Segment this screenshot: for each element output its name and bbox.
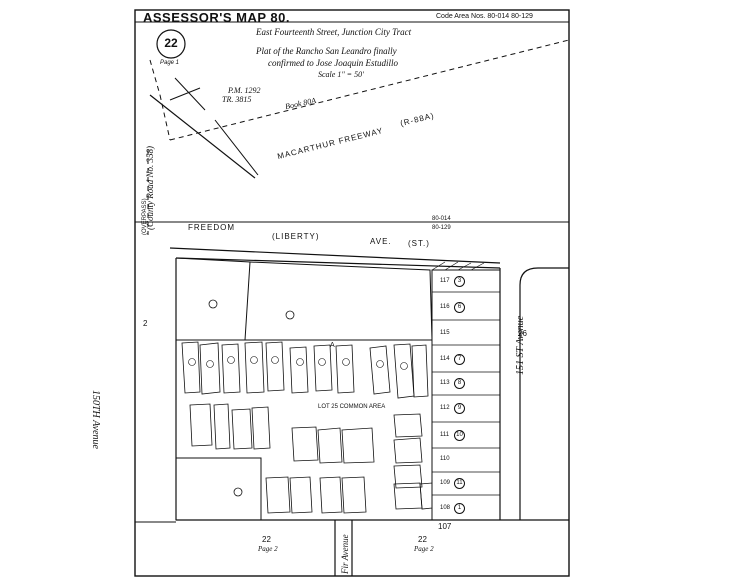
code-split-upper: 80-014 [432, 216, 451, 222]
ave-150-label: 150TH Avenue [90, 390, 101, 449]
fir-ave-label: Fir Avenue [340, 534, 350, 574]
page2-left-number: 22 [262, 535, 271, 544]
lot-109: 109 [440, 480, 451, 486]
lot-107: 107 [438, 522, 452, 531]
parcel-circle: 6 [454, 302, 465, 313]
parcel-circle: 7 [454, 354, 465, 365]
page2-left-label: Page 2 [258, 545, 278, 553]
lot-112: 112 [440, 405, 450, 411]
lot-115: 115 [440, 330, 450, 336]
lot-113: 113 [440, 380, 450, 386]
lot-117: 117 [440, 278, 450, 284]
map-title: ASSESSOR'S MAP 80. [143, 10, 290, 25]
edge-lot-26: 26 [518, 329, 527, 338]
parcel-circle: 11 [454, 478, 465, 489]
code-split-lower: 80-129 [432, 225, 451, 231]
liberty-label: (LIBERTY) [272, 232, 320, 241]
pm-reference: P.M. 1292 [228, 86, 261, 95]
page2-right-number: 22 [418, 535, 427, 544]
block-letter: A [330, 342, 335, 349]
page-number: 22 [164, 36, 178, 50]
parcel-circle: 8 [454, 378, 465, 389]
lot-108: 108 [440, 505, 451, 511]
parcel-circle: 3 [454, 276, 465, 287]
freedom-ave-label: FREEDOM [188, 223, 235, 232]
overpass-label: (OVERPASS) [142, 198, 148, 235]
tract-reference: TR. 3815 [222, 95, 252, 104]
common-area-label: LOT 25 COMMON AREA [318, 404, 386, 410]
code-area-numbers: Code Area Nos. 80-014 80-129 [436, 13, 533, 20]
page-label: Page 1 [160, 60, 180, 66]
lot-110: 110 [440, 456, 450, 462]
plat-note-line2: confirmed to Jose Joaquin Estudillo [268, 58, 398, 68]
plat-note-line1: Plat of the Rancho San Leandro finally [256, 46, 397, 56]
lot-116: 116 [440, 304, 450, 310]
lot-114: 114 [440, 356, 450, 362]
st-151-label: 151 ST Avenue [515, 315, 526, 375]
edge-lot-2: 2 [143, 319, 148, 328]
parcel-circle: 9 [454, 403, 465, 414]
st-label: (ST.) [408, 239, 430, 248]
parcel-circle: 10 [454, 430, 465, 441]
lot-111: 111 [440, 432, 450, 438]
ave-label: AVE. [370, 237, 392, 246]
scale-note: Scale 1" = 50' [318, 70, 364, 79]
parcel-circle: 1 [454, 503, 465, 514]
page2-right-label: Page 2 [414, 545, 434, 553]
tract-note: East Fourteenth Street, Junction City Tr… [256, 27, 412, 37]
